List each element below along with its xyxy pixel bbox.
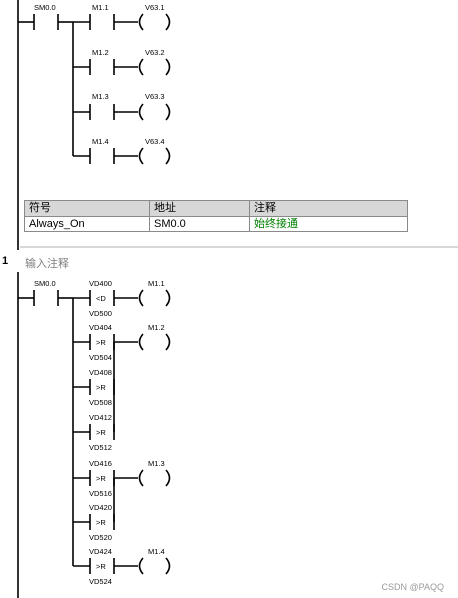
compare-contact-vd404[interactable] (73, 334, 115, 350)
compare-contact-vd416[interactable] (73, 470, 115, 486)
compare-contact-vd400[interactable] (73, 290, 115, 306)
coil-label-m14: M1.4 (148, 547, 165, 556)
compare-bottom-operand: VD520 (89, 533, 112, 542)
coil-m14[interactable] (114, 557, 171, 575)
compare-top-operand: VD424 (89, 547, 112, 556)
network0-contact-label-2: M1.2 (92, 48, 109, 57)
compare-operator: >R (96, 474, 106, 483)
compare-operator: >R (96, 428, 106, 437)
coil-label-m13: M1.3 (148, 459, 165, 468)
compare-top-operand: VD420 (89, 503, 112, 512)
compare-operator: >R (96, 383, 106, 392)
compare-operator: >R (96, 338, 106, 347)
network0-rung-3[interactable] (73, 103, 171, 121)
symbol-table-header: 符号 地址 注释 (25, 201, 407, 217)
coil-m11[interactable] (114, 289, 171, 307)
comment-cell[interactable]: 始终接通 (254, 218, 298, 230)
network0-contact-label-4: M1.4 (92, 137, 109, 146)
coil-m12[interactable] (114, 333, 171, 351)
compare-bottom-operand: VD524 (89, 577, 112, 586)
compare-top-operand: VD416 (89, 459, 112, 468)
symbol-cell[interactable]: Always_On (25, 217, 150, 232)
compare-contact-vd408[interactable] (73, 379, 115, 395)
watermark: CSDN @PAQQ (381, 582, 444, 592)
compare-operator: >R (96, 562, 106, 571)
network0-coil-label-1: V63.1 (145, 3, 165, 12)
coil-label-m12: M1.2 (148, 323, 165, 332)
compare-bottom-operand: VD516 (89, 489, 112, 498)
symbol-table-row[interactable]: Always_On SM0.0 始终接通 (25, 217, 407, 232)
compare-bottom-operand: VD512 (89, 443, 112, 452)
network0-sm00-contact[interactable] (18, 14, 73, 30)
compare-operator: >R (96, 518, 106, 527)
network0-rung-4[interactable] (73, 147, 171, 165)
network0-contact-label-1: M1.1 (92, 3, 109, 12)
network0-rung-1[interactable] (73, 13, 171, 31)
comment-column-header[interactable]: 注释 (254, 202, 276, 214)
coil-m13[interactable] (114, 469, 171, 487)
network-number: 1 (2, 255, 9, 267)
address-column-header[interactable]: 地址 (150, 201, 250, 216)
compare-top-operand: VD400 (89, 279, 112, 288)
compare-bottom-operand: VD508 (89, 398, 112, 407)
network1-input-label: SM0.0 (34, 279, 56, 288)
network0-input-label: SM0.0 (34, 3, 56, 12)
compare-top-operand: VD404 (89, 323, 112, 332)
symbol-column-header[interactable]: 符号 (25, 201, 150, 216)
network0-coil-label-3: V63.3 (145, 92, 165, 101)
network0-rung-2[interactable] (73, 58, 171, 76)
compare-contact-vd424[interactable] (73, 558, 115, 574)
compare-bottom-operand: VD500 (89, 309, 112, 318)
network1-sm00-contact[interactable] (18, 290, 73, 306)
compare-contact-vd420[interactable] (73, 514, 115, 530)
compare-top-operand: VD408 (89, 368, 112, 377)
compare-contact-vd412[interactable] (73, 424, 115, 440)
network0-coil-label-4: V63.4 (145, 137, 165, 146)
compare-operator: <D (96, 294, 106, 303)
address-cell[interactable]: SM0.0 (150, 217, 250, 232)
compare-top-operand: VD412 (89, 413, 112, 422)
compare-bottom-operand: VD504 (89, 353, 112, 362)
network0-coil-label-2: V63.2 (145, 48, 165, 57)
coil-label-m11: M1.1 (148, 279, 165, 288)
network-comment-field[interactable]: 输入注释 (25, 258, 69, 270)
network0-contact-label-3: M1.3 (92, 92, 109, 101)
symbol-table: 符号 地址 注释 Always_On SM0.0 始终接通 (24, 200, 408, 232)
